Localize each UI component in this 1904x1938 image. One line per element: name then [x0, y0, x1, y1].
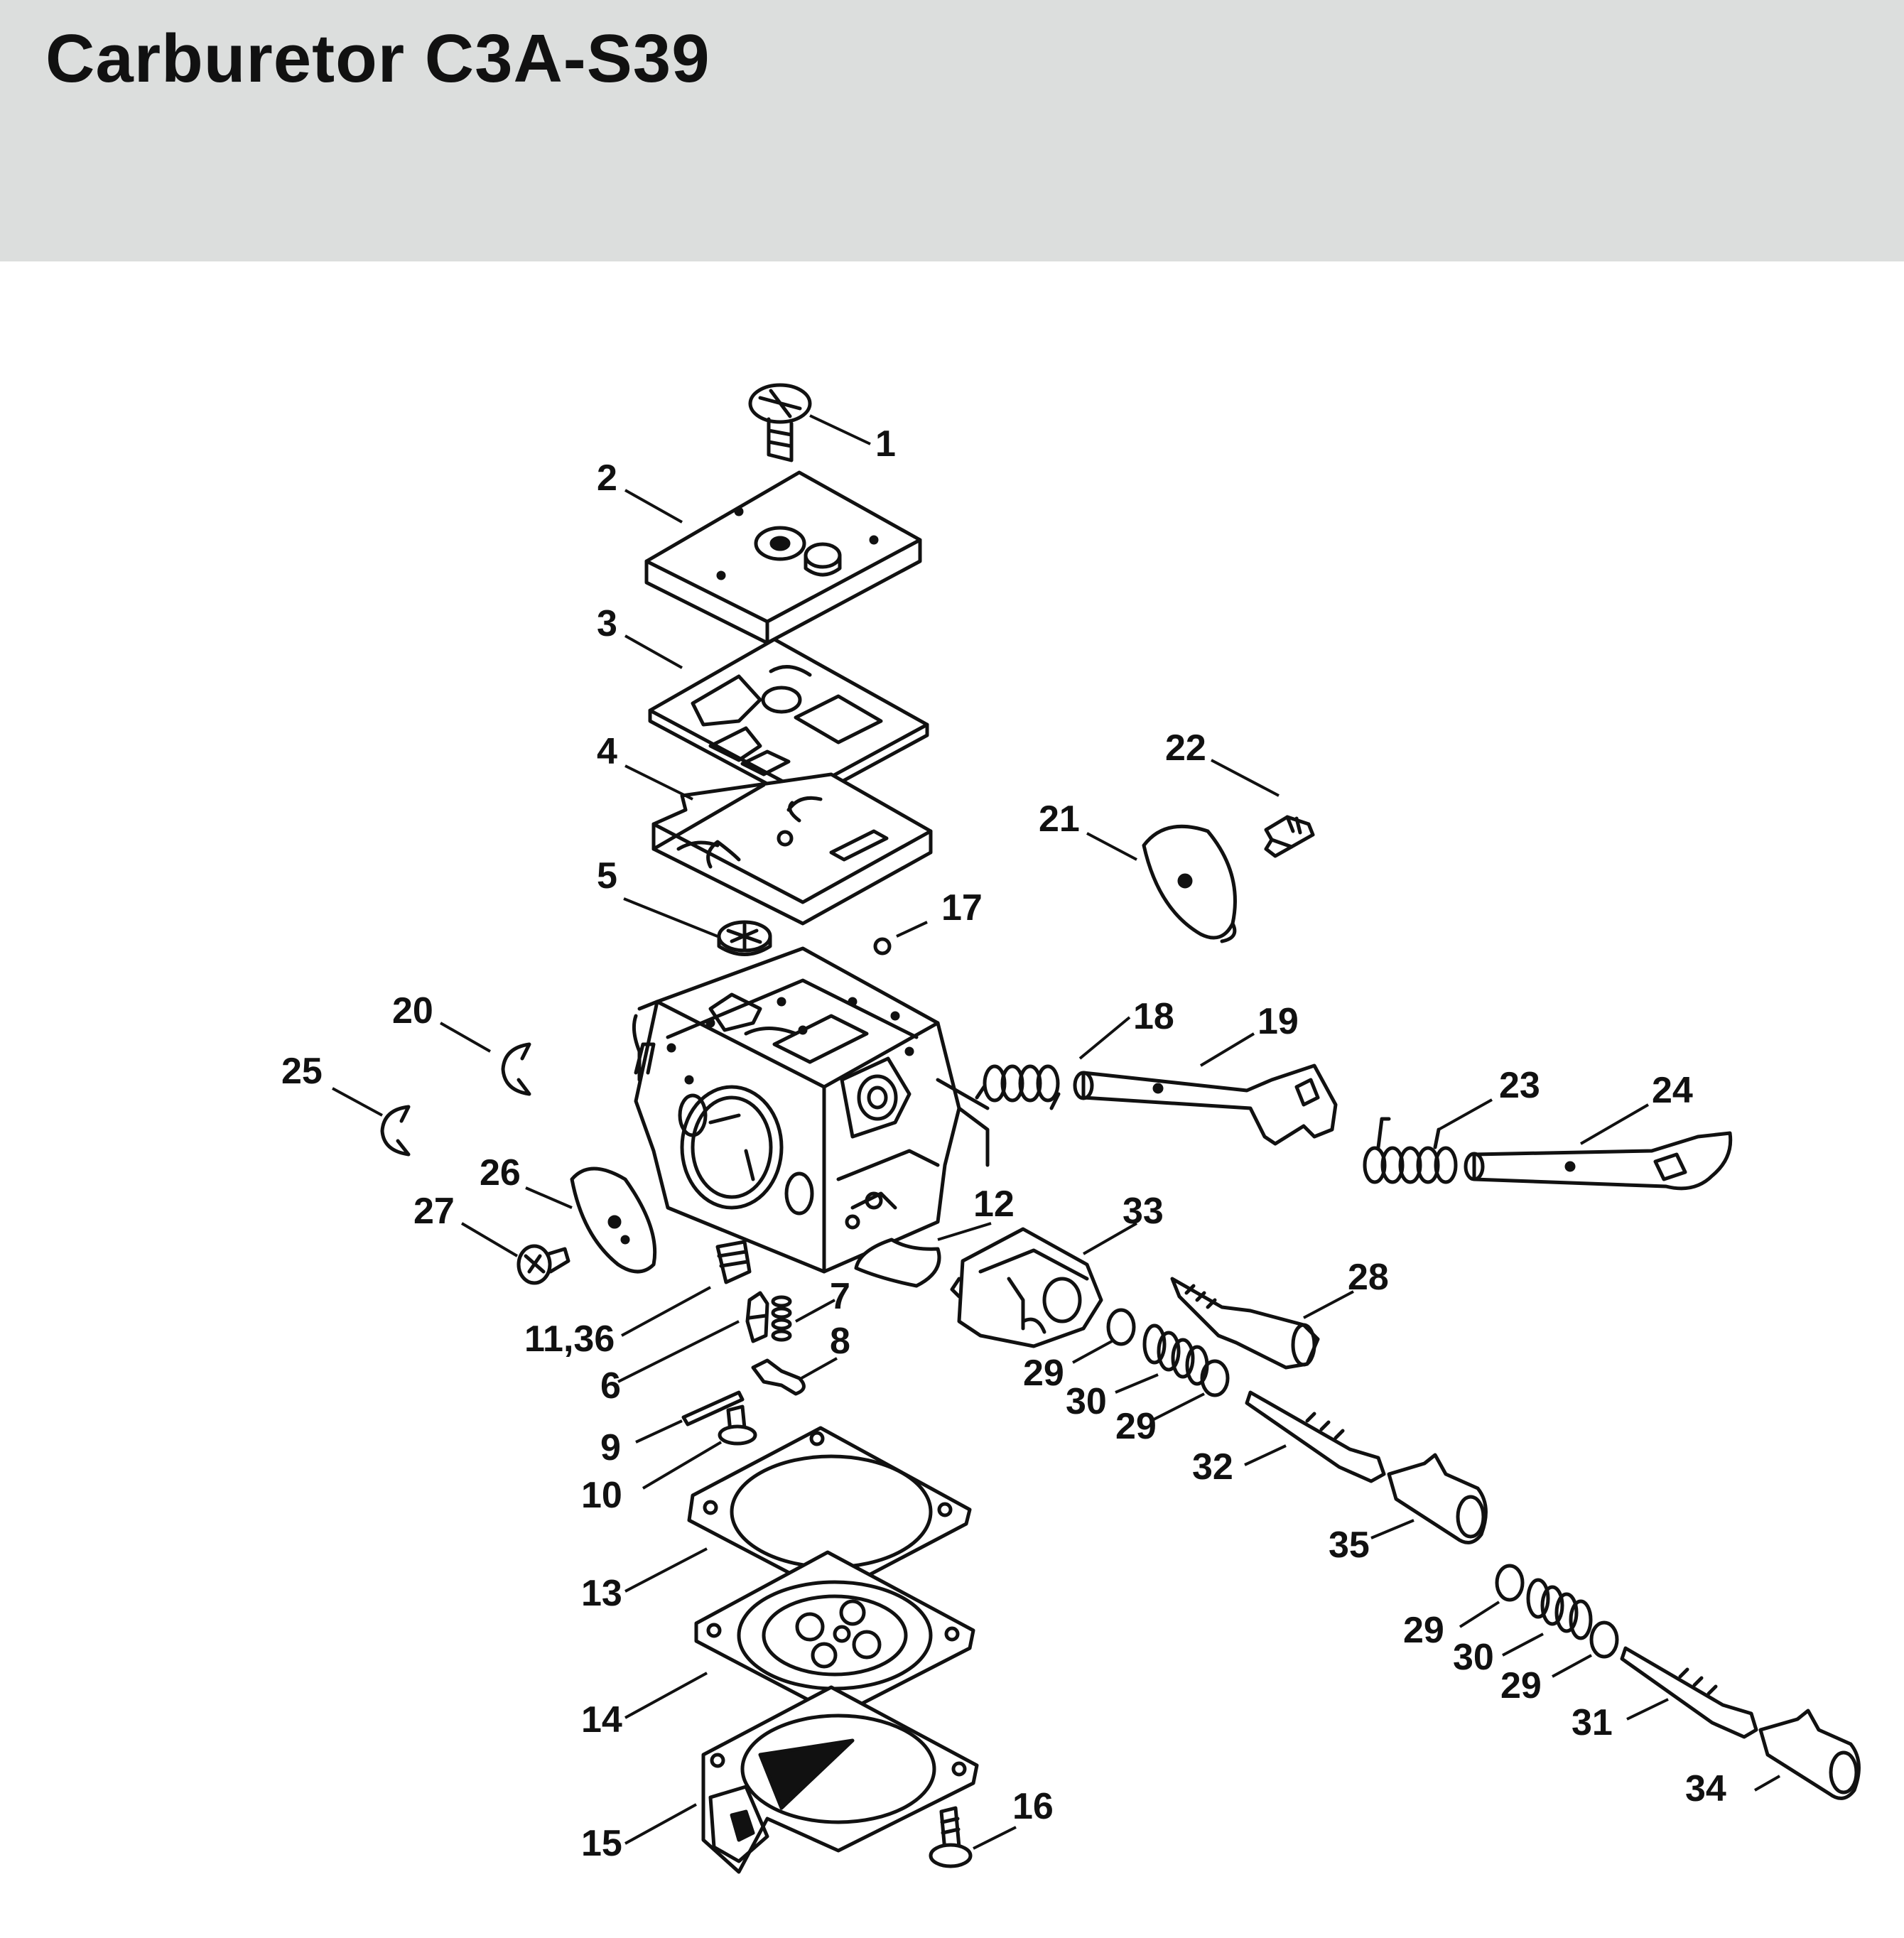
- leader-lines: [332, 414, 1780, 1850]
- callout-30-a: 30: [1066, 1381, 1107, 1422]
- callout-33: 33: [1123, 1191, 1164, 1232]
- callout-22: 22: [1165, 727, 1206, 769]
- page-title: Carburetor C3A-S39: [45, 21, 710, 97]
- callout-12: 12: [973, 1184, 1015, 1225]
- part-pin-9: [681, 1390, 745, 1427]
- callout-32: 32: [1192, 1446, 1233, 1488]
- part-carburetor-body: [632, 946, 990, 1274]
- part-fitting-11-36: [715, 1240, 752, 1284]
- part-shaft-19: [1073, 1063, 1338, 1146]
- callout-18: 18: [1133, 996, 1174, 1037]
- part-screw-27: [516, 1244, 570, 1285]
- part-valve-12: [854, 1238, 941, 1288]
- part-limiter-cap-35: [1387, 1453, 1488, 1544]
- part-o-ring-29d: [1589, 1620, 1619, 1659]
- part-screen-5: [717, 920, 772, 956]
- part-ball-17: [873, 937, 892, 956]
- part-spring-30b: [1526, 1578, 1593, 1640]
- callout-25: 25: [281, 1051, 323, 1092]
- callout-11-36: 11,36: [524, 1319, 615, 1360]
- part-needle-31: [1620, 1646, 1758, 1739]
- callout-24: 24: [1652, 1070, 1693, 1111]
- callout-16: 16: [1012, 1786, 1054, 1827]
- callout-28: 28: [1348, 1257, 1389, 1298]
- callout-27: 27: [413, 1191, 455, 1232]
- part-lever-8: [751, 1358, 806, 1396]
- header-band: Carburetor C3A-S39: [0, 0, 1904, 261]
- part-o-ring-29a: [1106, 1308, 1136, 1346]
- callout-2: 2: [597, 458, 617, 499]
- callout-29-c: 29: [1403, 1610, 1444, 1651]
- callout-14: 14: [581, 1699, 622, 1741]
- part-needle-32: [1245, 1390, 1386, 1483]
- callout-1: 1: [875, 423, 896, 465]
- callout-23: 23: [1499, 1065, 1540, 1106]
- callout-10: 10: [581, 1475, 622, 1516]
- callout-4: 4: [597, 731, 617, 772]
- callout-21: 21: [1039, 799, 1080, 840]
- callout-15: 15: [581, 1823, 622, 1864]
- callout-31: 31: [1572, 1702, 1613, 1743]
- part-clip-25: [380, 1105, 411, 1157]
- part-idle-screw-28: [1170, 1277, 1320, 1370]
- part-throttle-valve-21: [1142, 824, 1237, 943]
- part-shaft-24: [1464, 1131, 1733, 1191]
- part-diaphragm-4: [651, 772, 933, 926]
- part-pump-cover-15: [701, 1685, 979, 1874]
- part-spring-30a: [1142, 1323, 1209, 1386]
- part-screw-10: [718, 1404, 757, 1446]
- part-screw-1: [748, 383, 812, 462]
- callout-29-b: 29: [1115, 1406, 1157, 1447]
- callout-17: 17: [941, 887, 983, 929]
- part-inlet-needle-6: [745, 1291, 769, 1343]
- callout-26: 26: [480, 1152, 521, 1193]
- callout-labels: 1 2 3 4 5 17 22 21 20 25 18 19 23 24 26 …: [281, 423, 1726, 1864]
- callout-7: 7: [830, 1276, 850, 1317]
- part-clip-20: [501, 1042, 531, 1096]
- part-gasket-13: [687, 1426, 972, 1597]
- part-housing-33: [950, 1227, 1103, 1348]
- part-cover-plate-2: [644, 470, 922, 645]
- callout-29-a: 29: [1023, 1353, 1064, 1394]
- callout-13: 13: [581, 1573, 622, 1614]
- part-screw-22: [1264, 815, 1315, 858]
- part-o-ring-29b: [1200, 1359, 1230, 1397]
- callout-19: 19: [1257, 1001, 1299, 1042]
- callout-5: 5: [597, 855, 617, 897]
- part-choke-valve-26: [570, 1166, 657, 1274]
- callout-29-d: 29: [1500, 1665, 1542, 1706]
- callout-3: 3: [597, 603, 617, 644]
- part-gasket-3: [648, 637, 929, 805]
- part-screw-16: [929, 1806, 973, 1868]
- part-spring-7: [771, 1295, 792, 1342]
- callout-9: 9: [600, 1427, 621, 1468]
- part-spring-23: [1363, 1117, 1458, 1184]
- callout-6: 6: [600, 1365, 621, 1407]
- callout-35: 35: [1329, 1525, 1370, 1566]
- part-spring-18: [975, 1064, 1061, 1110]
- callout-8: 8: [830, 1321, 850, 1362]
- part-o-ring-29c: [1495, 1564, 1525, 1602]
- callout-20: 20: [392, 990, 433, 1032]
- callout-34: 34: [1685, 1768, 1726, 1809]
- part-limiter-cap-34: [1758, 1709, 1861, 1800]
- callout-30-b: 30: [1453, 1637, 1494, 1678]
